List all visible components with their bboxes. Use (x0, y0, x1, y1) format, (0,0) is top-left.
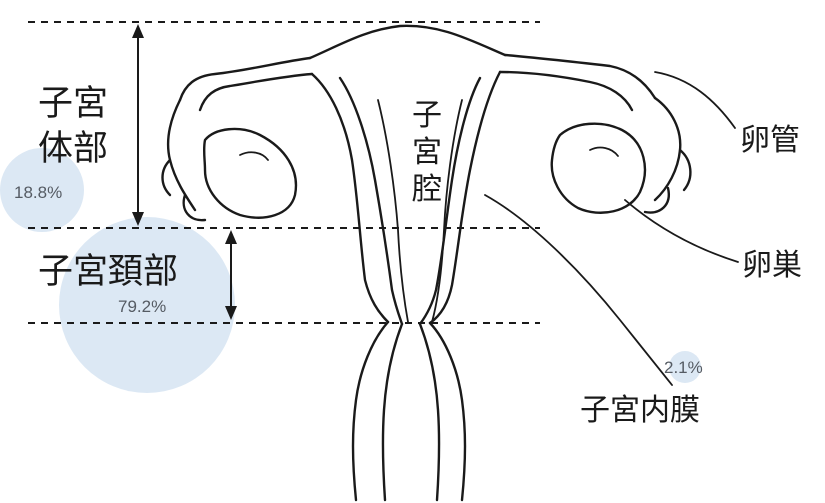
cavity-label-char1: 子 (412, 98, 442, 133)
endometrium-percentage-bubble (669, 351, 701, 383)
cervix-extent-arrow (225, 230, 237, 320)
ovary-label: 卵巣 (742, 248, 802, 283)
corpus-label-line2: 体部 (38, 129, 108, 169)
corpus-extent-arrow (132, 24, 144, 226)
corpus-label-line1: 子宮 (38, 84, 108, 124)
cervix-percentage-bubble (59, 217, 235, 393)
cervix-label: 子宮頚部 (38, 252, 178, 292)
ovary-leader-line (624, 199, 739, 263)
uterus-outline (161, 24, 692, 502)
endometrium-percentage: 2.1% (664, 358, 703, 377)
cavity-label-char2: 宮 (412, 135, 442, 170)
fallopian-tube-leader-line (654, 71, 736, 129)
corpus-percentage: 18.8% (14, 183, 62, 202)
corpus-percentage-bubble (0, 148, 84, 232)
fallopian-tube-label: 卵管 (740, 123, 800, 158)
endometrium-label: 子宮内膜 (580, 393, 700, 428)
endometrium-leader-line (484, 194, 673, 386)
cervix-percentage: 79.2% (118, 297, 166, 316)
cavity-label-char3: 腔 (412, 172, 442, 207)
